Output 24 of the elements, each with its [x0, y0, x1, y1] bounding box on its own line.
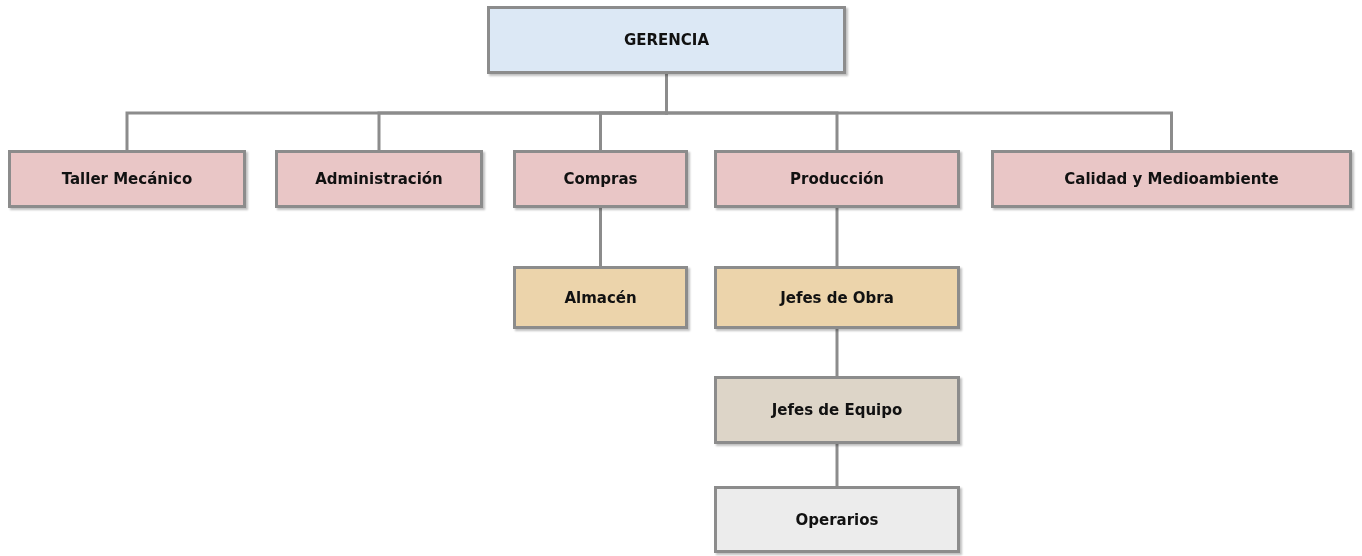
- org-box: [714, 150, 960, 208]
- unit-name: GERENCIA: [623, 31, 710, 49]
- unit-name: Administración: [315, 170, 443, 188]
- unit-name: Jefes de Obra: [780, 288, 894, 307]
- org-box: [714, 266, 960, 329]
- org-box: [513, 150, 688, 208]
- org-box: [275, 150, 483, 208]
- org-box: [8, 150, 246, 208]
- org-box: [513, 266, 688, 329]
- org-box: [714, 376, 960, 444]
- unit-name: Producción: [790, 170, 884, 188]
- unit-name: Taller Mecánico: [61, 170, 193, 188]
- connector-line: [835, 444, 839, 486]
- connector-line: [599, 208, 602, 266]
- unit-name: Operarios: [795, 510, 879, 529]
- org-box: [991, 150, 1352, 208]
- connector-line: [835, 329, 839, 376]
- unit-name: Almacén: [564, 288, 637, 307]
- unit-name: Jefes de Equipo: [771, 401, 903, 419]
- org-box: [487, 6, 846, 74]
- unit-name: Calidad y Medioambiente: [1064, 170, 1279, 188]
- unit-name: Compras: [563, 170, 638, 188]
- org-box: [714, 486, 960, 553]
- connector-line: [835, 208, 839, 266]
